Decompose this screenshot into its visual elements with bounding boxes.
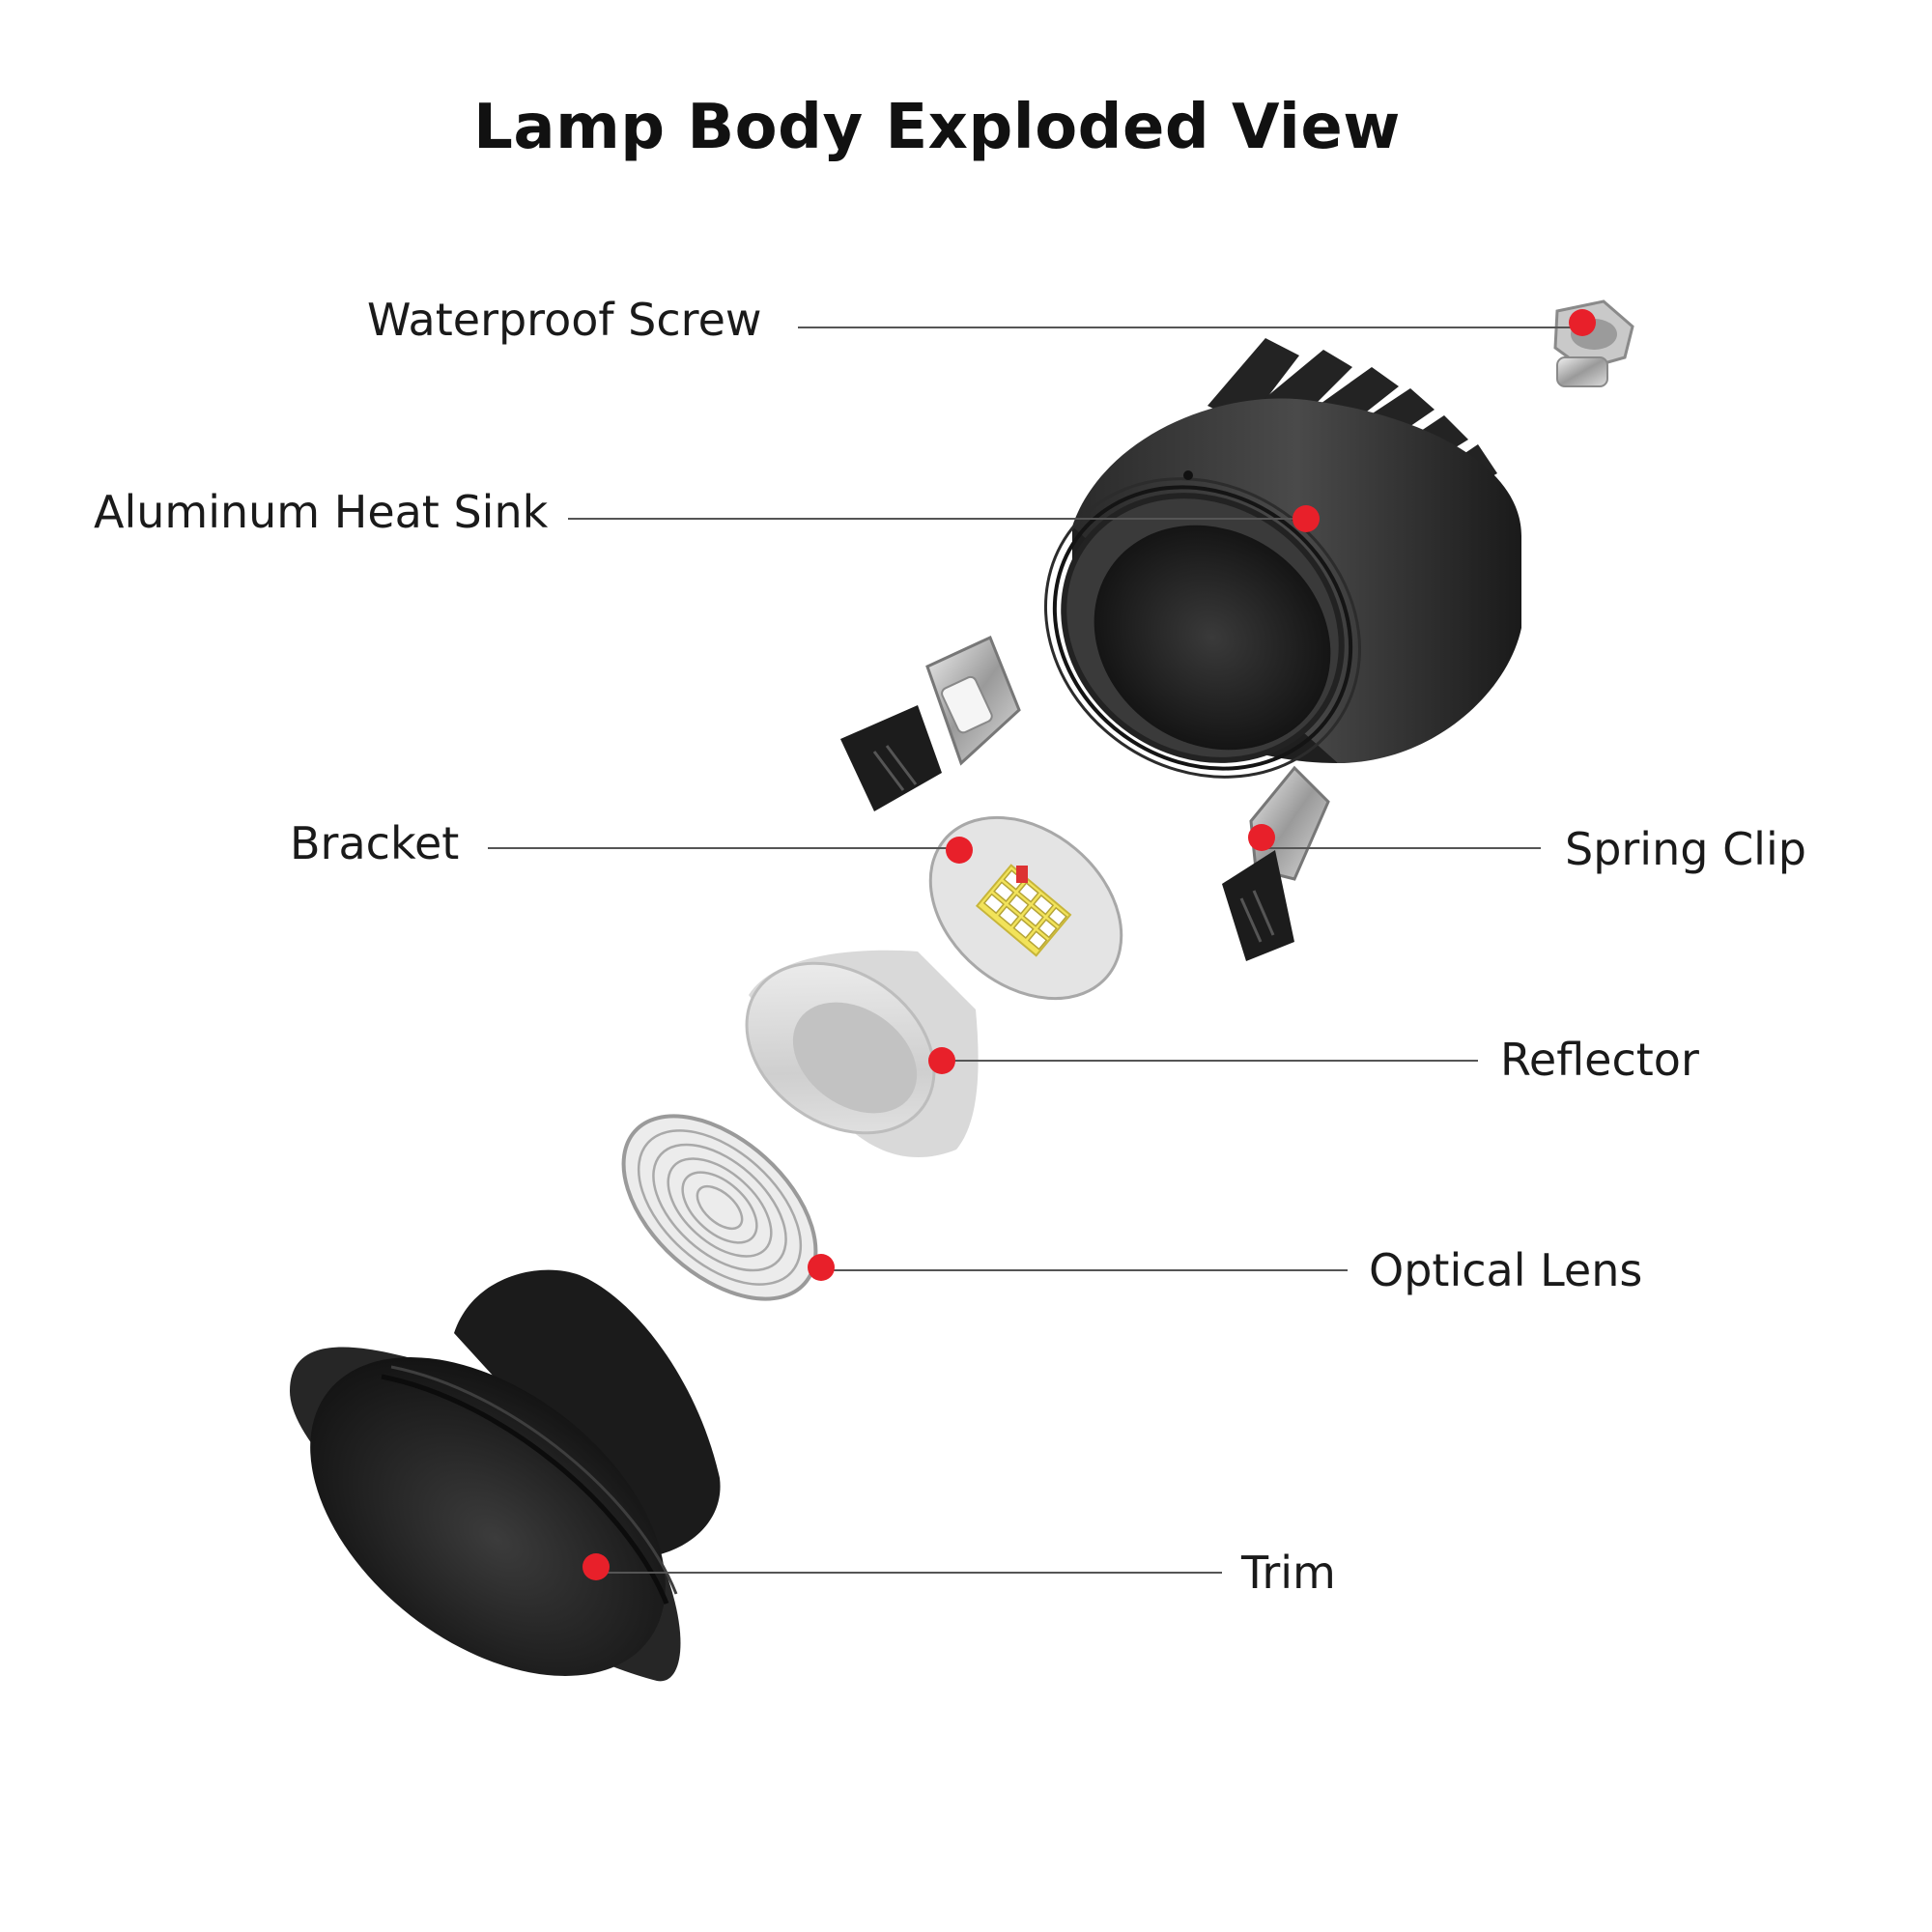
marker-dot-optical-lens [808,1254,835,1281]
label-trim: Trim [1241,1547,1336,1599]
bracket-part [928,815,1123,1001]
marker-dots [582,309,1596,1580]
optical-lens-part [621,1114,818,1301]
waterproof-screw-part [1553,299,1634,387]
marker-dot-heat-sink [1293,505,1320,532]
label-optical-lens: Optical Lens [1369,1244,1643,1296]
marker-dot-trim [582,1553,610,1580]
marker-dot-bracket [946,837,973,864]
label-reflector: Reflector [1500,1034,1699,1086]
marker-dot-reflector [928,1047,955,1074]
label-spring-clip: Spring Clip [1565,823,1806,875]
diagram-title: Lamp Body Exploded View [473,92,1401,163]
label-bracket: Bracket [290,817,460,869]
heat-sink-part [1044,338,1521,779]
label-waterproof-screw: Waterproof Screw [367,294,762,346]
marker-dot-waterproof-screw [1569,309,1596,336]
spring-clip-right-part [1222,765,1330,961]
leader-lines [488,327,1584,1574]
label-aluminum-heat-sink: Aluminum Heat Sink [94,486,549,538]
spring-clip-left-part [840,635,1021,811]
marker-dot-spring-clip [1248,824,1275,851]
trim-part [290,1269,721,1682]
reflector-part [745,950,979,1158]
